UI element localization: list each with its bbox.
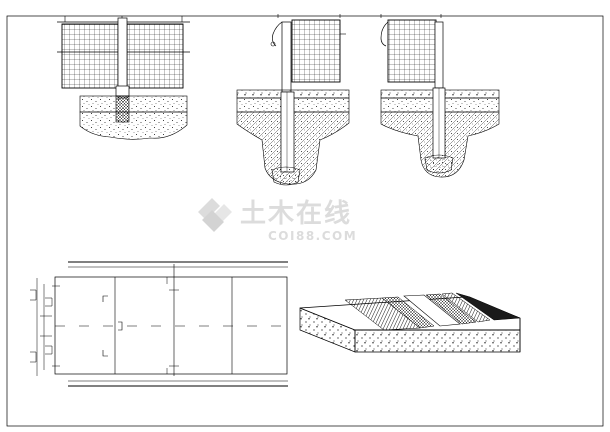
court-plan-view: [30, 261, 288, 387]
drawing-frame: [6, 15, 604, 427]
detail-end-post-footing: [236, 14, 350, 186]
watermark-brand-cn: 土木在线: [240, 199, 352, 229]
watermark-logo-icon: [198, 198, 232, 232]
detail-line-post-footing: [380, 14, 500, 178]
watermark-brand-en: COI88.COM: [268, 229, 357, 243]
detail-fence-panel-joint: [57, 16, 190, 140]
pavement-layer-isometric: [299, 292, 521, 353]
watermark: 土木在线 COI88.COM: [198, 198, 357, 243]
